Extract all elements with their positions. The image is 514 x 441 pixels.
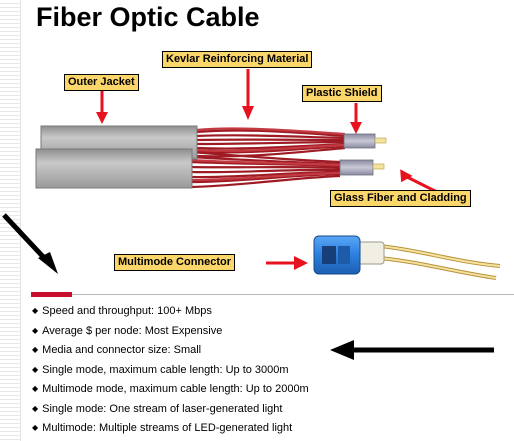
bullet-list: ◆Speed and throughput: 100+ Mbps ◆Averag… [32,302,309,439]
diamond-bullet-icon: ◆ [32,384,39,393]
bullet-item: ◆Multimode: Multiple streams of LED-gene… [32,419,309,439]
label-plastic-shield: Plastic Shield [302,85,382,102]
bullet-item: ◆Single mode, maximum cable length: Up t… [32,361,309,381]
bullet-text: Average $ per node: Most Expensive [42,324,223,337]
bullet-text: Single mode, maximum cable length: Up to… [42,363,289,376]
kevlar-strands-bottom [190,150,341,189]
bullet-text: Single mode: One stream of laser-generat… [42,402,283,415]
diamond-bullet-icon: ◆ [32,423,39,432]
bullet-item: ◆Average $ per node: Most Expensive [32,322,309,342]
bullet-item: ◆Speed and throughput: 100+ Mbps [32,302,309,322]
diamond-bullet-icon: ◆ [32,403,39,413]
bullet-item: ◆Multimode mode, maximum cable length: U… [32,380,309,400]
diamond-bullet-icon: ◆ [32,345,39,354]
label-outer-jacket: Outer Jacket [64,74,139,91]
multimode-connector [313,235,501,280]
bullet-text: Speed and throughput: 100+ Mbps [42,305,212,317]
diamond-bullet-icon: ◆ [32,306,39,315]
plastic-shield-top [343,133,376,149]
bullet-text: Media and connector size: Small [42,344,202,356]
label-kevlar-reinforcing-material: Kevlar Reinforcing Material [162,51,313,68]
accent-rule [31,292,72,297]
black-arrows [2,213,494,360]
label-glass-fiber-and-cladding: Glass Fiber and Cladding [330,190,471,207]
divider-line [72,294,514,295]
plastic-shield-bottom [339,159,374,176]
kevlar-strands-top [195,127,346,158]
bullet-text: Multimode: Multiple streams of LED-gener… [42,422,293,434]
bullet-item: ◆Single mode: One stream of laser-genera… [32,400,309,420]
glass-fiber-top [374,137,387,144]
glass-fiber-bottom [372,163,385,170]
outer-jacket-bottom [35,148,193,189]
slide-title: Fiber Optic Cable [36,2,260,32]
bullet-text: Multimode mode, maximum cable length: Up… [42,383,309,395]
red-arrows [96,69,438,270]
bullet-item: ◆Media and connector size: Small [32,341,309,361]
diamond-bullet-icon: ◆ [32,325,39,335]
label-multimode-connector: Multimode Connector [114,254,236,271]
diamond-bullet-icon: ◆ [32,364,39,374]
